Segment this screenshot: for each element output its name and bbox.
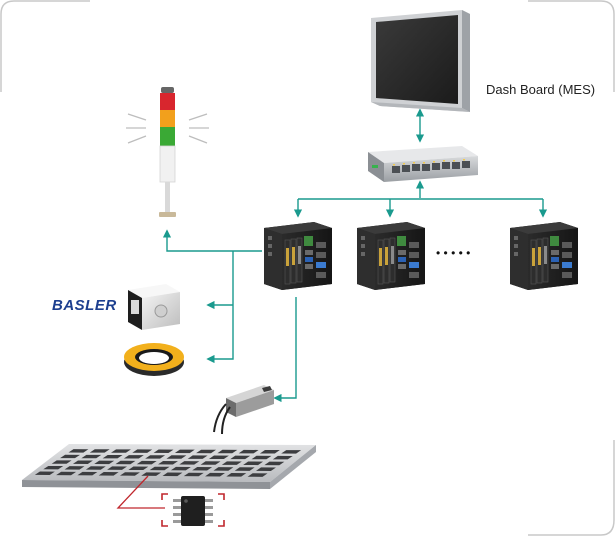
tray-chip-pocket — [221, 461, 242, 465]
tray-chip-pocket — [158, 460, 178, 465]
tray-chip-pocket — [94, 460, 115, 465]
tray-chip-pocket — [213, 467, 234, 471]
panel-pc-monitor-icon — [371, 10, 470, 112]
tray-chip-pocket — [234, 467, 255, 471]
tray-chip-pocket — [145, 455, 166, 459]
wafer-tray-icon — [22, 444, 316, 489]
tray-chip-pocket — [208, 455, 229, 460]
industrial-pc-icon — [263, 221, 333, 291]
tray-chip-pocket — [115, 460, 136, 465]
tray-chip-pocket — [153, 449, 174, 453]
tray-chip-pocket — [196, 449, 217, 454]
tray-chip-pocket — [272, 455, 293, 460]
tray-chip-pocket — [102, 454, 123, 459]
tray-chip-pocket — [51, 460, 72, 464]
tray-chip-pocket — [56, 471, 77, 476]
tray-chip-pocket — [243, 461, 264, 466]
tray-chip-pocket — [170, 466, 191, 471]
tray-chip-pocket — [187, 455, 208, 459]
network-switch-icon — [368, 146, 478, 182]
tray-chip-pocket — [255, 467, 276, 472]
tray-chip-pocket — [226, 473, 247, 477]
industrial-pc-icon — [509, 221, 579, 291]
tray-chip-pocket — [162, 472, 183, 477]
tray-chip-pocket — [68, 449, 89, 453]
tray-chip-pocket — [72, 460, 93, 464]
tray-chip-pocket — [89, 449, 110, 453]
tray-chip-pocket — [81, 454, 102, 459]
tray-chip-pocket — [43, 465, 64, 470]
tray-chip-pocket — [85, 466, 106, 470]
more-devices-ellipsis: • • • • • — [436, 246, 470, 260]
tray-chip-pocket — [217, 449, 238, 454]
tray-chip-pocket — [179, 461, 200, 465]
fiber-sensor-icon — [213, 385, 274, 435]
tray-chip-pocket — [174, 449, 195, 454]
chip-callout — [116, 475, 165, 509]
tray-chip-pocket — [238, 449, 259, 454]
tray-chip-pocket — [77, 471, 98, 476]
vision-link — [206, 251, 234, 364]
tray-chip-pocket — [98, 472, 119, 476]
tray-chip-pocket — [60, 454, 81, 459]
tray-chip-pocket — [119, 472, 140, 476]
tray-chip-pocket — [192, 466, 213, 471]
tray-chip-pocket — [64, 466, 85, 470]
tray-chip-pocket — [183, 472, 204, 477]
tray-chip-pocket — [128, 466, 149, 471]
tray-chip-pocket — [205, 472, 225, 477]
tray-chip-pocket — [111, 449, 131, 453]
tray-chip-pocket — [200, 461, 221, 465]
tray-chip-pocket — [149, 466, 170, 471]
industrial-pc-icon — [356, 221, 426, 291]
tray-chip-pocket — [247, 473, 268, 477]
sensor-link — [273, 297, 297, 403]
tray-chip-pocket — [136, 460, 157, 465]
tray-chip-pocket — [141, 472, 162, 476]
tray-chip-pocket — [264, 461, 285, 466]
tray-chip-pocket — [251, 455, 272, 460]
tray-chip-pocket — [166, 455, 187, 459]
signal-tower-light-icon — [126, 87, 209, 217]
tray-chip-pocket — [107, 466, 128, 470]
tower-link — [162, 229, 262, 252]
ring-light-icon — [124, 343, 184, 376]
ic-chip-icon — [161, 493, 225, 527]
tray-chip-pocket — [259, 449, 280, 454]
tray-chip-pocket — [34, 471, 55, 476]
tray-chip-pocket — [132, 449, 153, 453]
tray-chip-pocket — [123, 455, 144, 459]
dashboard-label: Dash Board (MES) — [486, 82, 595, 97]
tray-chip-pocket — [230, 455, 251, 460]
machine-vision-camera-icon — [128, 284, 180, 330]
basler-logo: BASLER — [52, 297, 117, 314]
connectors — [162, 108, 548, 403]
tray-chip-pocket — [281, 450, 302, 454]
